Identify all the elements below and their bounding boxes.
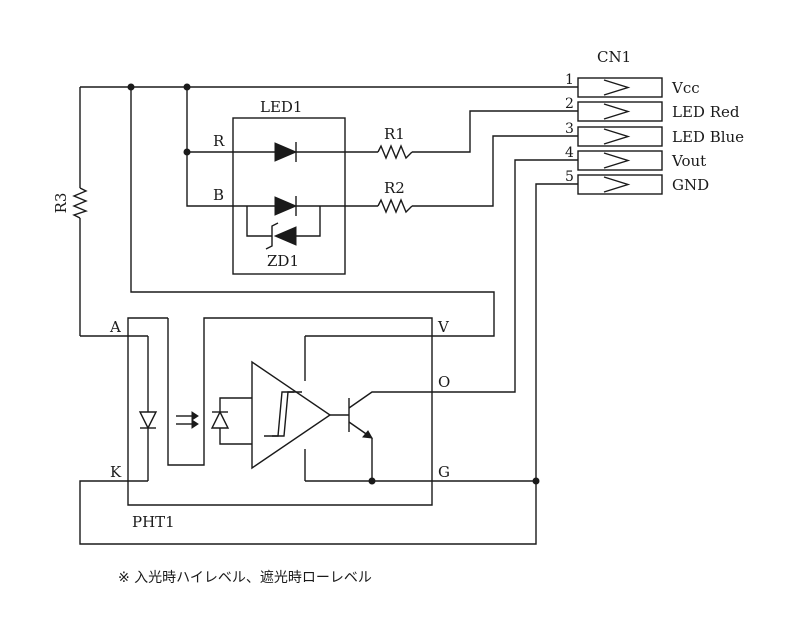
cn1-pin-2-body bbox=[577, 101, 663, 122]
resistor-r2: R2 bbox=[377, 179, 413, 214]
resistor-r1: R1 bbox=[377, 125, 413, 160]
emitter-diode bbox=[138, 411, 158, 430]
wire-k-to-gnd bbox=[79, 480, 537, 545]
wire-led-blue bbox=[412, 135, 578, 207]
led1-pin-r: R bbox=[213, 132, 225, 150]
led1-pin-b: B bbox=[213, 186, 224, 204]
led-blue-diode bbox=[274, 196, 298, 216]
r2-label: R2 bbox=[384, 179, 405, 197]
cn1-pin-2: 2 LED Red bbox=[565, 96, 740, 122]
wire-vcc-to-v bbox=[130, 87, 495, 337]
wires bbox=[79, 83, 578, 545]
cn1-pin-5-arrow bbox=[603, 176, 631, 193]
r1-zigzag bbox=[377, 144, 413, 160]
photodiode bbox=[210, 410, 230, 429]
hysteresis-line-2 bbox=[272, 391, 302, 437]
light-arrow-1-head bbox=[191, 411, 199, 421]
cn1-pin-3: 3 LED Blue bbox=[565, 121, 744, 147]
led1: LED1 R B ZD1 bbox=[213, 98, 346, 275]
hysteresis-line-1 bbox=[264, 391, 294, 437]
r3-zigzag bbox=[72, 187, 88, 219]
cn1-pin-3-label: LED Blue bbox=[672, 128, 744, 146]
pht1: PHT1 A K V O G bbox=[109, 317, 450, 531]
r3-label: R3 bbox=[52, 193, 70, 214]
wire-vout bbox=[432, 159, 578, 393]
resistor-r3: R3 bbox=[52, 187, 88, 219]
pht1-pin-k: K bbox=[110, 463, 122, 481]
led1-body bbox=[232, 117, 346, 275]
photodiode-lead-bottom bbox=[219, 428, 252, 445]
cn1-pin-2-number: 2 bbox=[565, 96, 574, 112]
r1-label: R1 bbox=[384, 125, 405, 143]
wire-led-common bbox=[186, 87, 233, 207]
junction-led-common bbox=[183, 148, 191, 156]
cn1-pin-3-arrow bbox=[603, 128, 631, 145]
cn1-pin-1-label: Vcc bbox=[671, 79, 700, 97]
cn1-pin-1-arrow bbox=[603, 79, 631, 96]
cn1-pin-2-label: LED Red bbox=[672, 103, 740, 121]
zener-lead-right bbox=[296, 206, 321, 237]
zener-bar bbox=[265, 222, 279, 250]
wire-led-red bbox=[412, 110, 578, 153]
pht1-pin-a: A bbox=[109, 318, 121, 336]
cn1-pin-1-number: 1 bbox=[565, 72, 574, 88]
light-arrow-2-head bbox=[191, 419, 199, 429]
cn1-pin-4-arrow bbox=[603, 152, 631, 169]
cn1-pin-4-label: Vout bbox=[671, 152, 706, 170]
cn1-pin-1-body bbox=[577, 77, 663, 98]
cn1-pin-5: 5 GND bbox=[565, 169, 709, 195]
cn1-pin-4-number: 4 bbox=[565, 145, 574, 161]
zener-diode bbox=[273, 226, 297, 246]
cn1-pin-4: 4 Vout bbox=[565, 145, 706, 171]
cn1-pin-3-body bbox=[577, 126, 663, 147]
cn1-label: CN1 bbox=[597, 48, 631, 66]
transistor-emitter-arrow bbox=[362, 430, 373, 439]
r2-zigzag bbox=[377, 198, 413, 214]
pht1-label: PHT1 bbox=[132, 513, 175, 531]
pht1-pin-v: V bbox=[437, 318, 450, 336]
cn1-pin-4-body bbox=[577, 150, 663, 171]
led1-label: LED1 bbox=[260, 98, 302, 116]
cn1-pin-5-label: GND bbox=[672, 176, 709, 194]
cn1-pin-5-number: 5 bbox=[565, 169, 574, 185]
cn1-pin-3-number: 3 bbox=[565, 121, 574, 137]
junction-emitter-gnd bbox=[368, 477, 376, 485]
cn1-pin-2-arrow bbox=[603, 103, 631, 120]
cn1-pin-1: 1 Vcc bbox=[565, 72, 700, 98]
cn1-pin-5-body bbox=[577, 174, 663, 195]
junction-vcc-1 bbox=[127, 83, 135, 91]
pht1-body bbox=[127, 317, 433, 506]
schmitt-amplifier bbox=[251, 360, 332, 470]
junction-vcc-2 bbox=[183, 83, 191, 91]
footnote: ※ 入光時ハイレベル、遮光時ローレベル bbox=[118, 570, 372, 586]
transistor-collector bbox=[348, 391, 432, 409]
pht1-pin-o: O bbox=[438, 373, 450, 391]
led-red-diode bbox=[274, 142, 298, 162]
pht1-pin-g: G bbox=[438, 463, 450, 481]
wire-gnd bbox=[432, 183, 578, 482]
connector-cn1: CN1 1 Vcc 2 LED Red 3 LED Blue 4 Vout 5 bbox=[565, 48, 744, 195]
zd1-label: ZD1 bbox=[267, 252, 299, 270]
photodiode-lead-top bbox=[219, 397, 252, 412]
zener-lead-left bbox=[246, 206, 272, 237]
junction-gnd bbox=[532, 477, 540, 485]
